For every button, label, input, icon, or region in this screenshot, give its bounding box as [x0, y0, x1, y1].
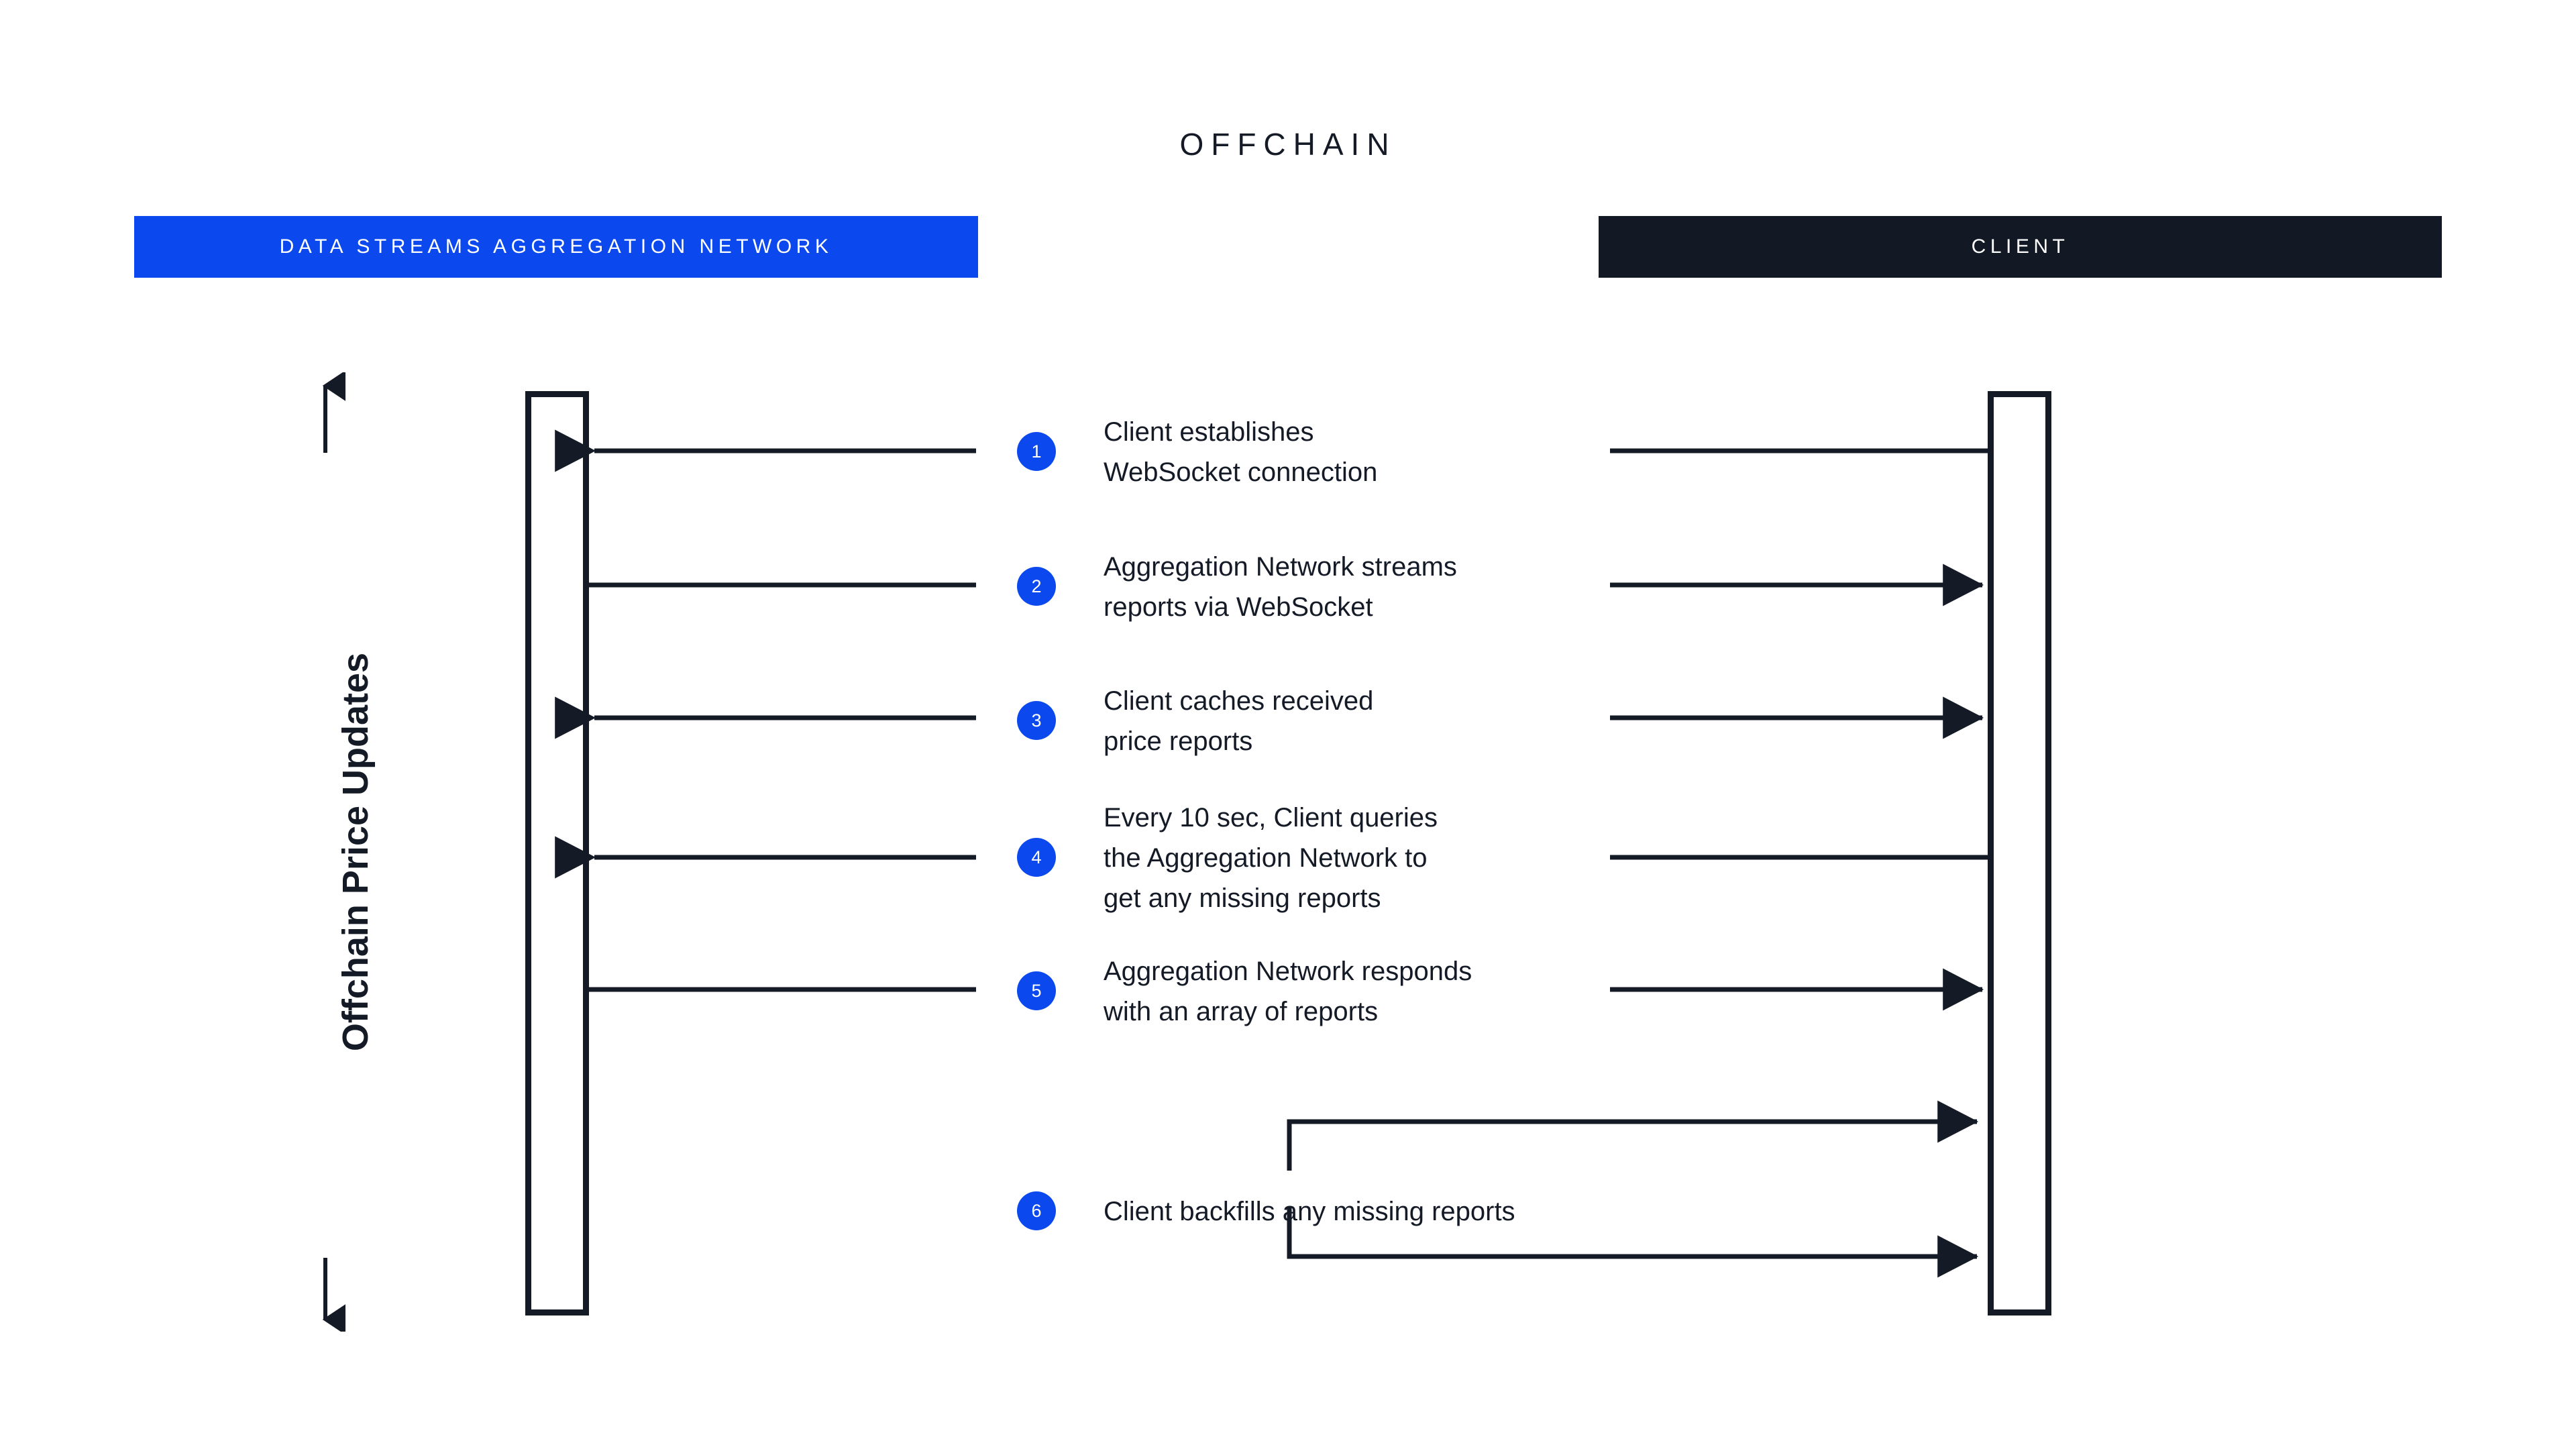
wire-step-6	[1287, 1100, 1979, 1278]
step-badge-1[interactable]: 1	[1017, 432, 1056, 471]
lane-header-label-aggregation-network: DATA STREAMS AGGREGATION NETWORK	[279, 235, 833, 258]
step-badge-4[interactable]: 4	[1017, 838, 1056, 877]
step-text-1: Client establishes WebSocket connection	[1104, 417, 1378, 487]
axis-label-offchain-price-updates: Offchain Price Updates	[335, 652, 376, 1052]
lifeline-aggregation-network	[525, 391, 589, 1316]
step-text-6: Client backfills any missing reports	[1104, 1197, 1515, 1226]
step-number-5: 5	[1031, 980, 1042, 1001]
page-title: OFFCHAIN	[1179, 127, 1397, 162]
step-number-4: 4	[1031, 847, 1042, 867]
step-number-3: 3	[1031, 710, 1042, 731]
step-badge-6[interactable]: 6	[1017, 1191, 1056, 1230]
step-number-6: 6	[1031, 1200, 1042, 1221]
step-number-2: 2	[1031, 576, 1042, 596]
lane-header-client: CLIENT	[1599, 216, 2442, 278]
step-text-5: Aggregation Network responds with an arr…	[1104, 957, 1472, 1026]
lifeline-client	[1988, 391, 2051, 1316]
step-text-2: Aggregation Network streams reports via …	[1104, 552, 1457, 622]
lane-header-label-client: CLIENT	[1971, 235, 2070, 258]
lane-header-aggregation-network: DATA STREAMS AGGREGATION NETWORK	[134, 216, 978, 278]
step-badge-3[interactable]: 3	[1017, 701, 1056, 740]
step-text-3: Client caches received price reports	[1104, 686, 1374, 756]
offchain-price-updates-axis-arrow	[322, 372, 345, 1332]
step-text-4: Every 10 sec, Client queries the Aggrega…	[1104, 803, 1438, 913]
step-badge-2[interactable]: 2	[1017, 567, 1056, 606]
step-number-1: 1	[1031, 441, 1042, 462]
step-badge-5[interactable]: 5	[1017, 971, 1056, 1010]
